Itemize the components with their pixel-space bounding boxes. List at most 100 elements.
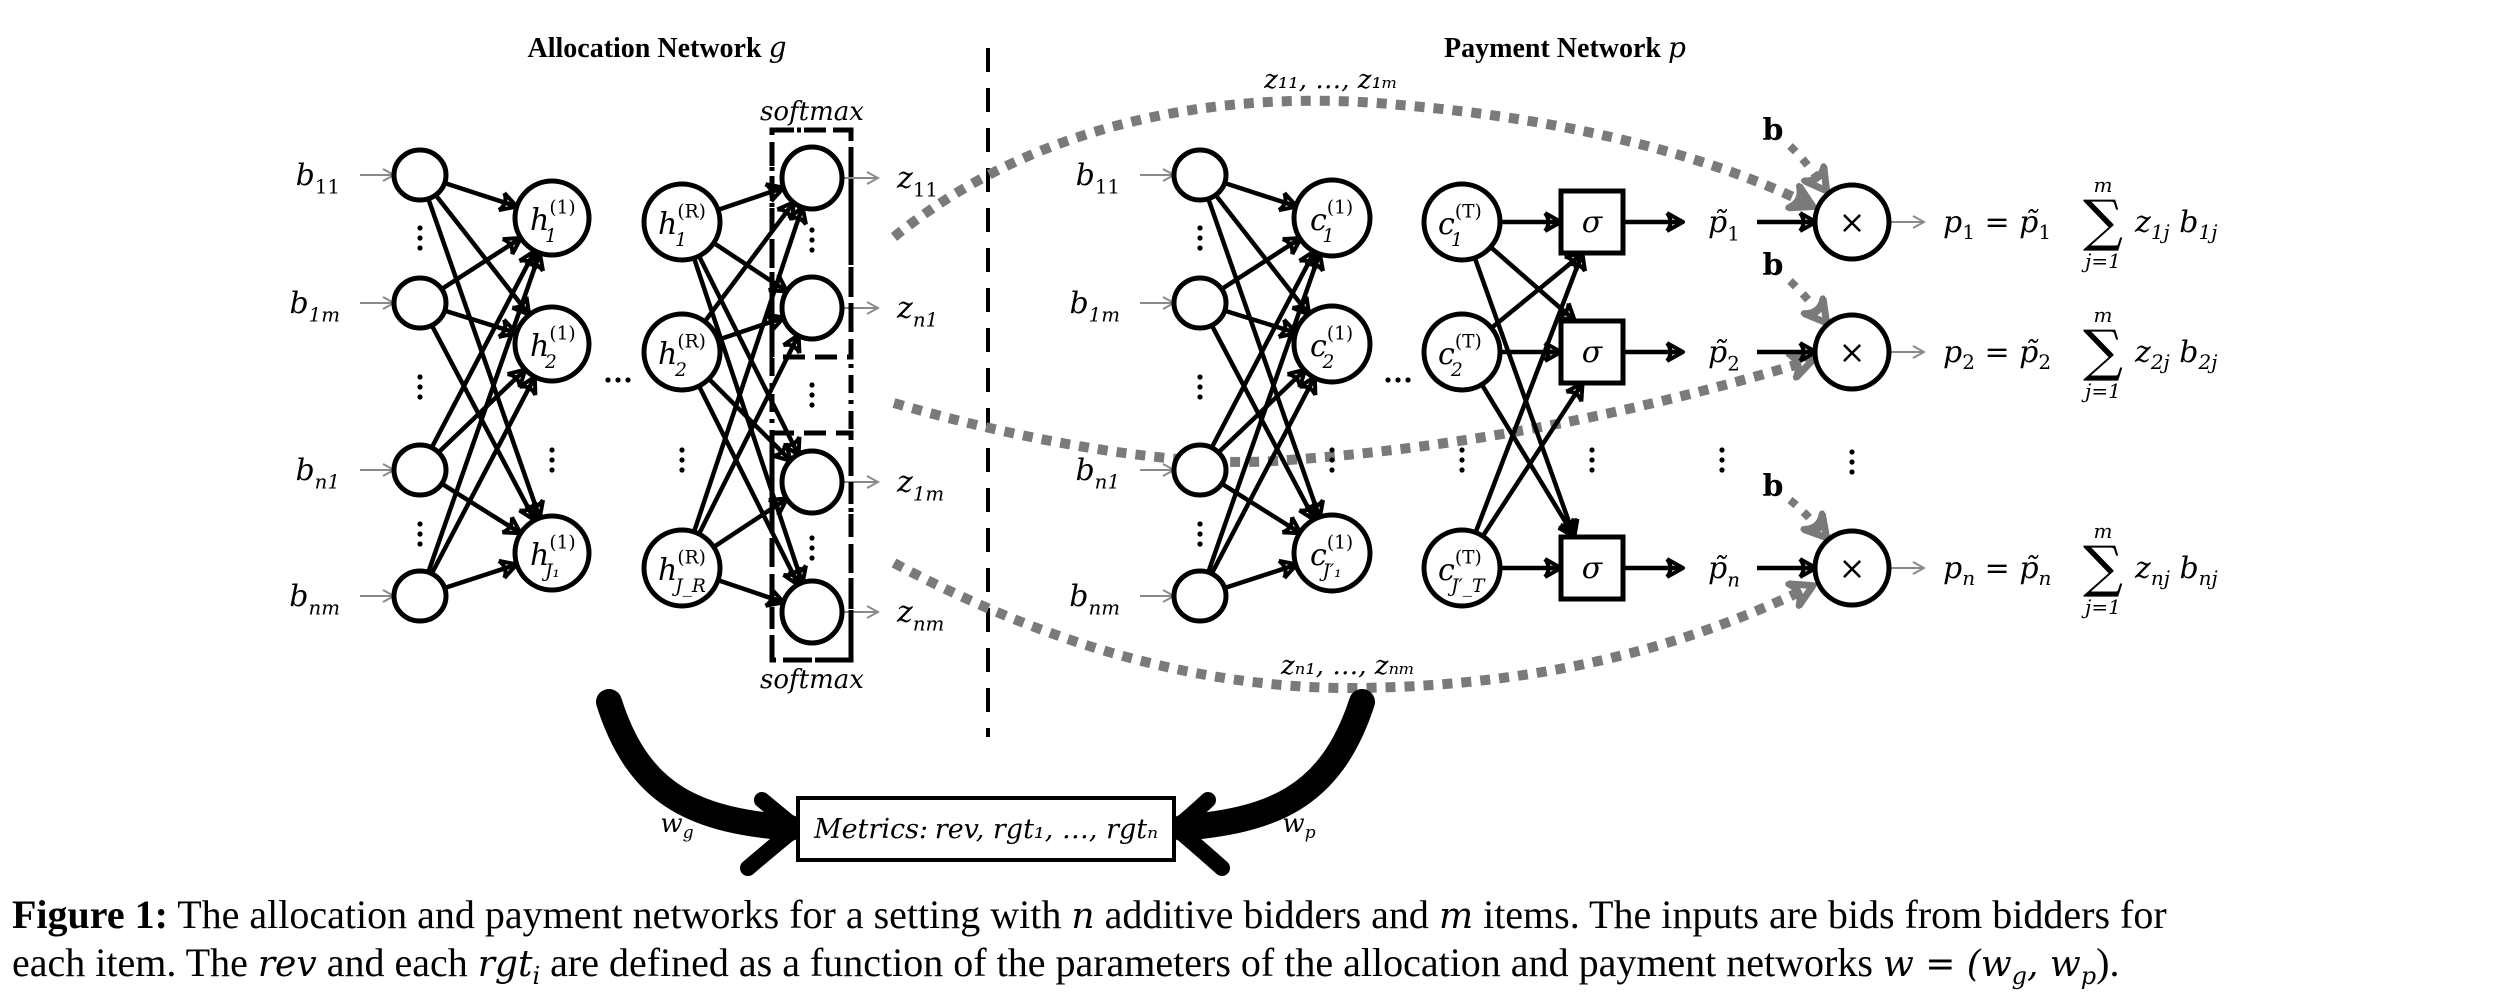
sigmoid-label: σ xyxy=(1582,205,1604,240)
payment-formula-text: p1 = p̃1 xyxy=(1943,205,2051,244)
alloc-output-edge xyxy=(679,220,802,458)
summation-lower: j=1 xyxy=(2081,379,2121,403)
pay-input-edge xyxy=(1197,174,1325,521)
alloc-output-label: z11 xyxy=(896,161,938,201)
pay-input-edge xyxy=(1198,374,1318,598)
caption-math-m: m xyxy=(1438,896,1474,937)
alloc-output-edge xyxy=(679,350,802,588)
multiply-icon: × xyxy=(1839,549,1866,587)
alloc-input-label-bnm: bnm xyxy=(289,579,340,619)
softmax-group-bottom-box xyxy=(769,430,854,663)
alloc-input-edge xyxy=(417,174,545,521)
metrics-text: Metrics: rev, rgt₁, …, rgtₙ xyxy=(813,814,1158,845)
z-top-flow-curve xyxy=(890,95,1812,241)
multiply-ellipsis xyxy=(1849,449,1855,475)
wg-label: wg xyxy=(660,809,693,843)
payment-formula-terms: z2j b2j xyxy=(2134,335,2217,374)
b-flow-arrow-1 xyxy=(1787,143,1826,190)
alloc-input-edge xyxy=(418,374,538,598)
payment-formula-text: p2 = p̃2 xyxy=(1943,335,2051,374)
pay-hidden-first-label: c(1)2 xyxy=(1310,324,1353,374)
summation-icon: ∑ xyxy=(2083,189,2123,254)
alloc-hidden-first-label: h(1)J₁ xyxy=(530,533,576,583)
pay-input-edge xyxy=(1197,250,1325,597)
alloc-output-ellipsis xyxy=(809,227,815,253)
alloc-input-node xyxy=(391,568,449,624)
flow-curves xyxy=(890,95,1826,694)
pay-hidden-last-label: c(T)1 xyxy=(1438,202,1482,252)
pay-input-label-bnm: bnm xyxy=(1069,579,1120,619)
wg-thick-arrow xyxy=(596,689,803,841)
pay-input-edge xyxy=(1198,301,1318,523)
alloc-output-edge xyxy=(679,221,808,586)
ptilde-label: p̃1 xyxy=(1708,205,1740,245)
pay-input-node xyxy=(1171,275,1229,331)
z-bottom-flow-curve xyxy=(891,558,1812,694)
payment-formula-text: pn = p̃n xyxy=(1943,551,2051,590)
alloc-input-label-b11: b11 xyxy=(296,158,340,198)
top-curve-label: z₁₁, …, z₁ₘ xyxy=(1263,65,1398,95)
alloc-hidden-last-node xyxy=(641,527,723,609)
alloc-input-edge xyxy=(418,173,532,317)
pay-input-edge xyxy=(1198,248,1318,472)
alloc-hidden-last-label: h(R)1 xyxy=(658,202,706,252)
payment-formula-terms: z1j b1j xyxy=(2134,205,2217,244)
pay-input-label-b1m: b1m xyxy=(1069,286,1120,326)
alloc-input-node xyxy=(391,275,449,331)
alloc-input-node xyxy=(391,442,449,498)
caption-text: and each xyxy=(326,940,468,985)
alloc-hidden-first-label: h(1)2 xyxy=(530,324,576,374)
multiply-node xyxy=(1812,182,1892,262)
caption-math-rev: rev xyxy=(257,944,317,985)
alloc-hidden-last-node xyxy=(641,181,723,263)
pay-input-ellipsis xyxy=(1197,374,1203,400)
sigmoid-box xyxy=(1558,188,1626,256)
alloc-input-edge xyxy=(418,301,538,523)
pay-hidden-last-label: c(T)J′_T xyxy=(1438,548,1486,598)
pay-hidden-last-label: c(T)2 xyxy=(1438,332,1482,382)
alloc-hidden-first-label: h(1)1 xyxy=(530,198,576,248)
figure-caption: Figure 1: The allocation and payment net… xyxy=(12,892,2512,999)
softmax-group-top-box xyxy=(769,127,854,360)
ptilde-ellipsis xyxy=(1719,447,1725,473)
pay-hidden-first-ellipsis xyxy=(1329,447,1335,473)
caption-text: each item. The xyxy=(12,940,248,985)
b-vector-label: b xyxy=(1763,113,1784,148)
b-flow-arrow-2 xyxy=(1787,278,1826,322)
alloc-input-label-b1m: b1m xyxy=(289,286,340,326)
network-labels: b11b1mbn1bnmh(1)1h(1)2h(1)J₁h(R)1h(R)2h(… xyxy=(289,113,2217,635)
payment-network-title: Payment Network p xyxy=(1444,31,1686,64)
summation-upper: m xyxy=(2094,303,2113,327)
pay-input-node xyxy=(1171,147,1229,203)
caption-math-w: w = (wg, wp xyxy=(1882,944,2097,991)
alloc-output-node xyxy=(779,578,845,646)
alloc-hidden-last-label: h(R)J_R xyxy=(658,548,706,598)
ptilde-label: p̃2 xyxy=(1708,335,1740,375)
summation-lower: j=1 xyxy=(2081,595,2121,619)
network-diagram: Allocation Network g Payment Network p s… xyxy=(289,31,2218,876)
wp-label: wp xyxy=(1282,809,1315,843)
b-vector-label: b xyxy=(1763,469,1784,504)
sigmoid-label: σ xyxy=(1582,551,1604,586)
alloc-output-ellipsis xyxy=(809,535,815,561)
alloc-hidden-last-node xyxy=(641,311,723,393)
alloc-input-ellipsis xyxy=(417,521,423,547)
wp-thick-arrow xyxy=(1169,689,1375,841)
alloc-hidden-first-node xyxy=(512,304,592,384)
alloc-input-edge xyxy=(417,250,545,597)
alloc-output-edge xyxy=(679,204,808,569)
caption-label: Figure 1: xyxy=(12,892,168,937)
alloc-input-node xyxy=(391,147,449,203)
pay-sigma-edge xyxy=(1459,221,1580,539)
caption-math-n: n xyxy=(1071,896,1095,937)
multiply-node xyxy=(1812,528,1892,608)
sigmoid-box xyxy=(1558,318,1626,386)
alloc-output-ellipsis xyxy=(809,382,815,408)
pay-hidden-last-node xyxy=(1421,311,1503,393)
pay-input-label-bn1: bn1 xyxy=(1075,453,1120,493)
caption-line-2: each item. The rev and each rgti are def… xyxy=(12,940,2512,999)
summation-upper: m xyxy=(2094,173,2113,197)
